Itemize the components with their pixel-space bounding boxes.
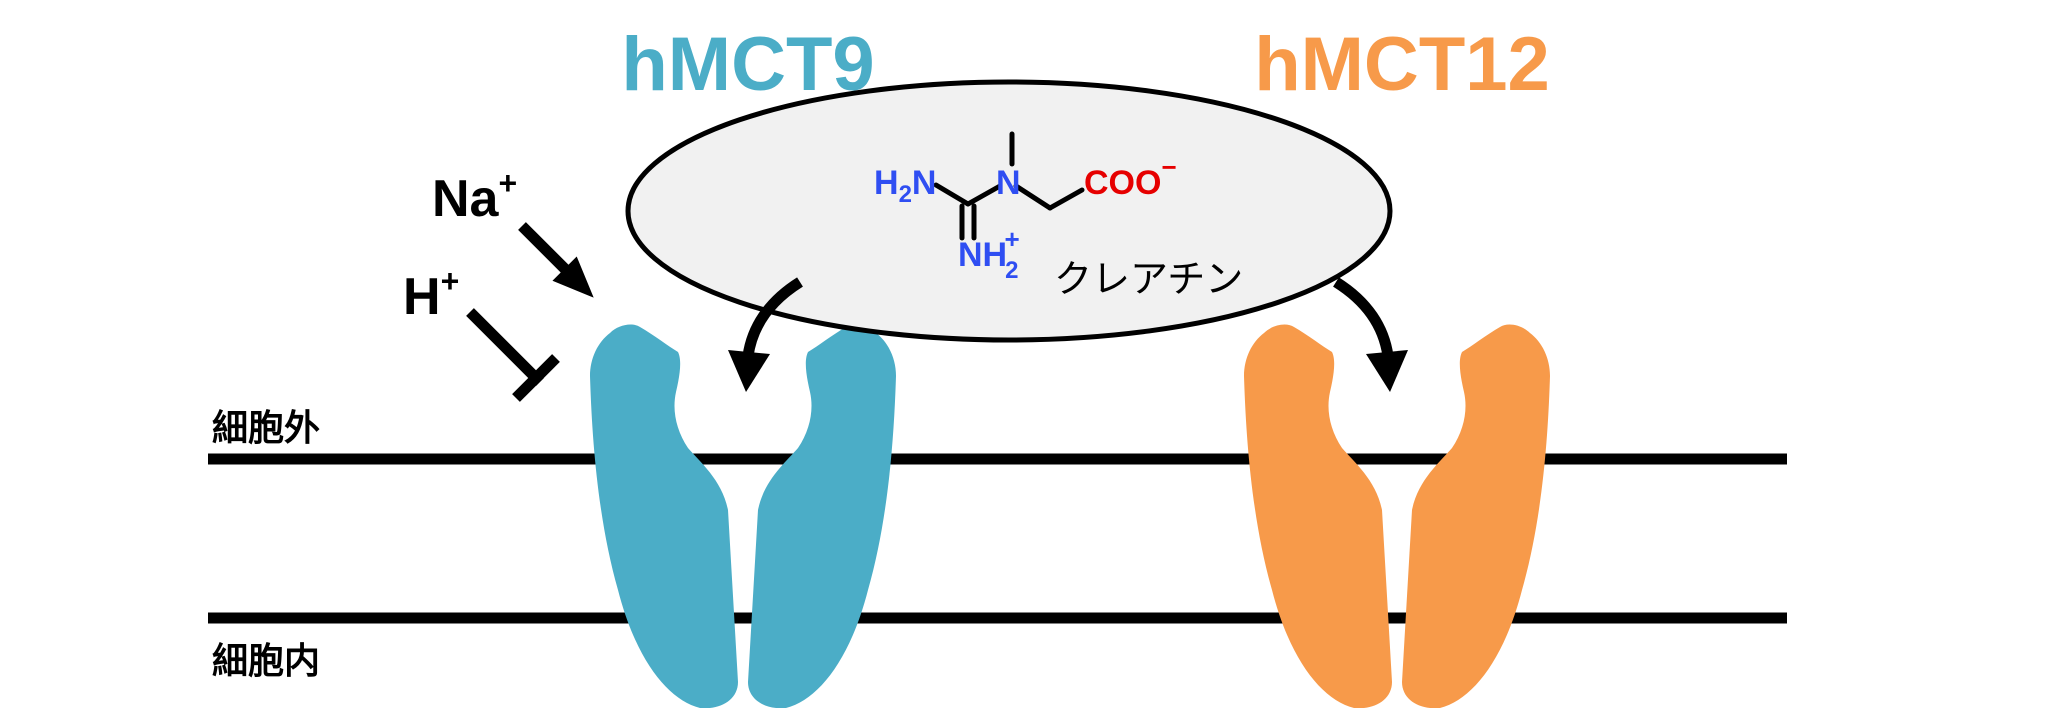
hmct12-right-subunit <box>1402 324 1550 708</box>
hmct12-left-subunit <box>1244 324 1392 708</box>
hmct12-arrowhead <box>1366 350 1408 392</box>
hmct9-right-subunit <box>748 324 896 708</box>
creatine-bonds <box>933 131 1085 241</box>
creatine-bubble: H2N N NH2+ COO− クレアチン <box>625 79 1393 343</box>
hmct12-transport-arrow <box>1333 277 1408 392</box>
hmct9-title: hMCT9 <box>621 22 874 107</box>
hmct9-arrowhead <box>728 350 770 392</box>
backbone-nitrogen: N <box>996 164 1021 202</box>
bubble-ellipse <box>625 79 1393 343</box>
sodium-arrowhead <box>552 256 594 298</box>
hmct12-transporter <box>1244 324 1550 708</box>
proton-ion-label: H+ <box>403 263 459 326</box>
sodium-activation-arrow <box>518 222 594 298</box>
hmct9-transporter <box>590 324 896 708</box>
proton-inhibition-symbol <box>466 308 560 402</box>
imine-group: NH2+ <box>958 224 1020 284</box>
amine-group: H2N <box>874 164 936 208</box>
hmct12-title: hMCT12 <box>1254 22 1550 107</box>
hmct9-left-subunit <box>590 324 738 708</box>
sodium-ion-label: Na+ <box>432 165 517 228</box>
extracellular-label: 細胞外 <box>212 408 320 449</box>
carboxylate-group: COO− <box>1084 152 1177 202</box>
intracellular-label: 細胞内 <box>212 641 320 682</box>
creatine-label: クレアチン <box>1054 257 1243 301</box>
hmct9-transport-arrow <box>728 277 803 392</box>
